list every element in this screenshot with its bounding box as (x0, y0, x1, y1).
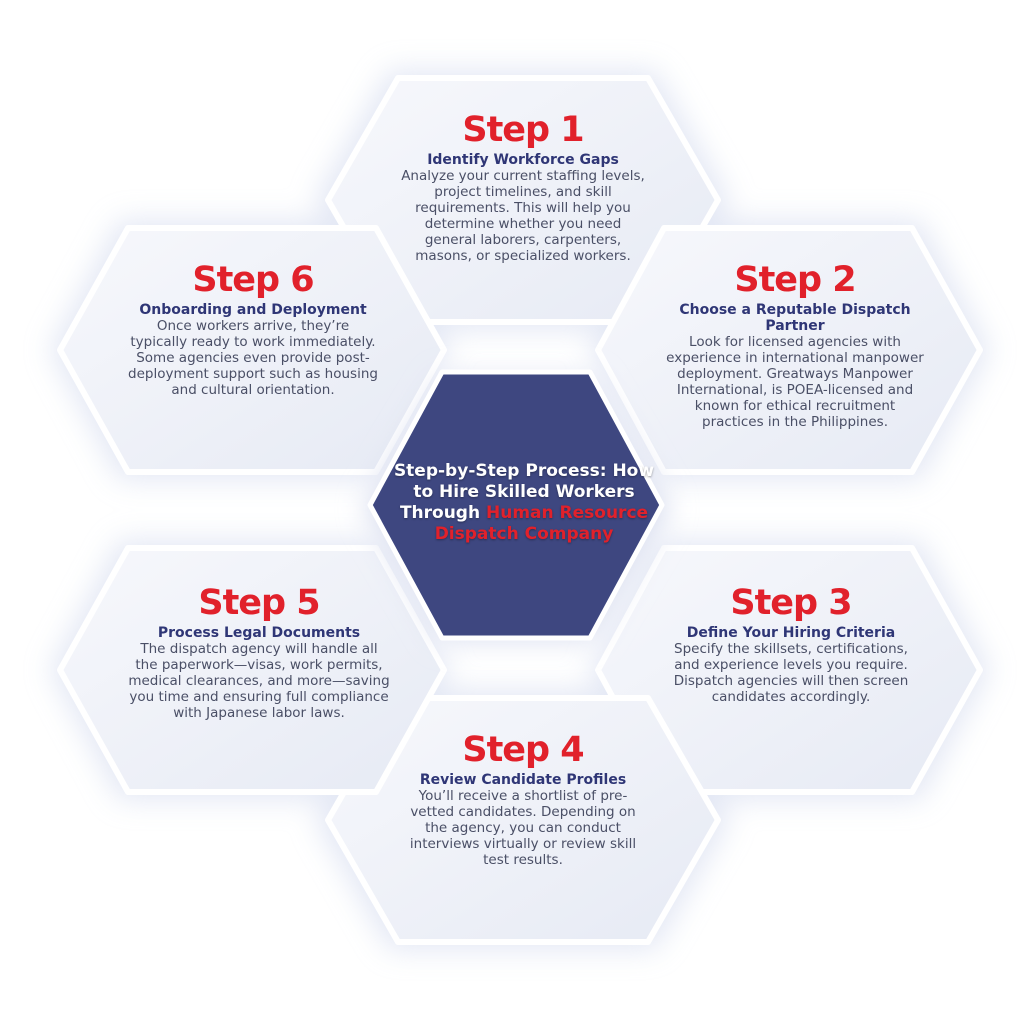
hex-step-2 (595, 225, 983, 475)
step-2-body: Look for licensed agencies with experien… (666, 334, 924, 430)
step-5-heading: Process Legal Documents (157, 625, 361, 641)
hex-step-6 (57, 225, 447, 475)
step-4-card: Step 4 Review Candidate Profiles You’ll … (398, 730, 648, 868)
hex-center (367, 369, 665, 641)
hex-step-5 (57, 545, 447, 795)
step-1-heading: Identify Workforce Gaps (427, 152, 619, 168)
step-3-body: Specify the skillsets, certifications, a… (673, 641, 909, 705)
step-3-label: Step 3 (730, 583, 852, 623)
step-4-heading: Review Candidate Profiles (419, 772, 627, 788)
step-5-body: The dispatch agency will handle all the … (128, 641, 390, 721)
step-2-card: Step 2 Choose a Reputable Dispatch Partn… (662, 260, 928, 430)
step-6-card: Step 6 Onboarding and Deployment Once wo… (128, 260, 378, 398)
step-1-card: Step 1 Identify Workforce Gaps Analyze y… (398, 110, 648, 264)
step-4-body: You’ll receive a shortlist of pre-vetted… (409, 788, 637, 868)
step-3-card: Step 3 Define Your Hiring Criteria Speci… (662, 583, 920, 705)
center-title-lead: Step-by-Step Process: How to Hire Skille… (393, 461, 655, 523)
step-4-label: Step 4 (462, 730, 584, 770)
step-1-label: Step 1 (462, 110, 584, 150)
step-2-label: Step 2 (734, 260, 856, 300)
hex-step-3 (595, 545, 983, 795)
center-title-highlight: Human Resource Dispatch Company (434, 503, 649, 544)
step-3-heading: Define Your Hiring Criteria (686, 625, 896, 641)
step-2-heading: Choose a Reputable Dispatch Partner (679, 302, 911, 334)
step-1-body: Analyze your current staffing levels, pr… (401, 168, 645, 264)
step-5-card: Step 5 Process Legal Documents The dispa… (128, 583, 390, 721)
step-6-body: Once workers arrive, they’re typically r… (128, 318, 378, 398)
step-6-label: Step 6 (192, 260, 314, 300)
center-title: Step-by-Step Process: How to Hire Skille… (386, 461, 662, 545)
step-6-heading: Onboarding and Deployment (139, 302, 367, 318)
hex-step-4 (325, 695, 721, 945)
step-5-label: Step 5 (198, 583, 320, 623)
